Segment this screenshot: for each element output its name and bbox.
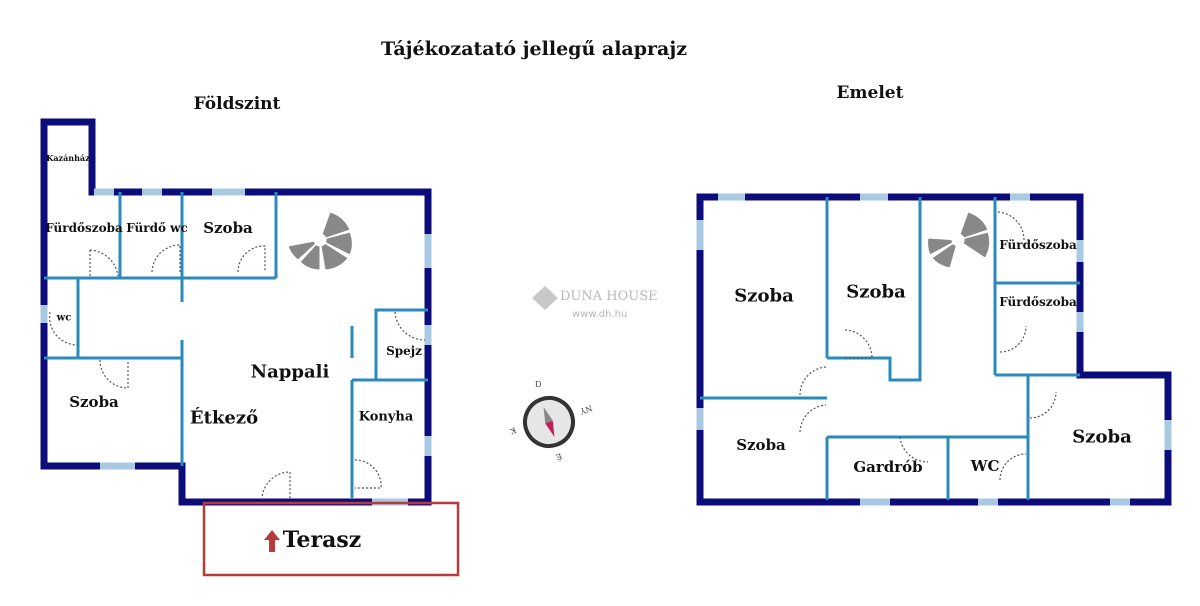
room-kazanhaz: Kazánház [46,153,90,163]
room-furdo-wc: Fürdő wc [126,221,188,235]
ground-floor-doors [48,244,426,501]
room-spejz: Spejz [386,344,422,358]
compass-icon [523,396,575,448]
room-szoba: Szoba [734,285,794,307]
room-szoba: Szoba [736,436,786,454]
upper-floor-windows [696,193,1172,506]
ground-floor-heading: Földszint [193,94,281,114]
terrace-outline [202,501,460,577]
ground-floor-outer-walls [40,118,432,506]
terrace-label: Terasz [282,527,362,553]
room-furdoszoba: Fürdőszoba [999,238,1077,252]
room-furdoszoba: Fürdőszoba [999,295,1077,309]
room-nappali: Nappali [250,361,330,383]
ground-floor-inner-walls [44,192,428,498]
room-szoba: Szoba [69,393,119,411]
room-etkezo: Étkező [189,407,259,429]
room-szoba: Szoba [203,219,253,237]
compass-label-d: D [535,380,542,389]
room-furdoszoba: Fürdőszoba [45,221,123,235]
upper-floor-doors [799,211,1057,481]
watermark-brand: DUNA HOUSE [560,289,658,304]
plan-title: Tájékozatató jellegű alaprajz [381,38,687,60]
watermark-url: www.dh.hu [572,309,628,320]
room-szoba: Szoba [1072,426,1132,448]
ground-floor-windows [40,188,432,506]
room-wc: wc [56,312,72,324]
terrace-arrow-icon [264,530,280,552]
room-konyha: Konyha [358,409,414,425]
room-gardrob: Gardrób [853,458,923,476]
upper-floor-heading: Emelet [836,83,904,103]
room-szoba: Szoba [846,281,906,303]
room-wc: WC [970,457,1000,475]
duna-house-logo-icon [532,286,558,310]
spiral-staircase-icon [287,211,353,271]
upper-spiral-staircase-icon [927,211,991,269]
upper-floor-outer-walls [696,193,1172,506]
